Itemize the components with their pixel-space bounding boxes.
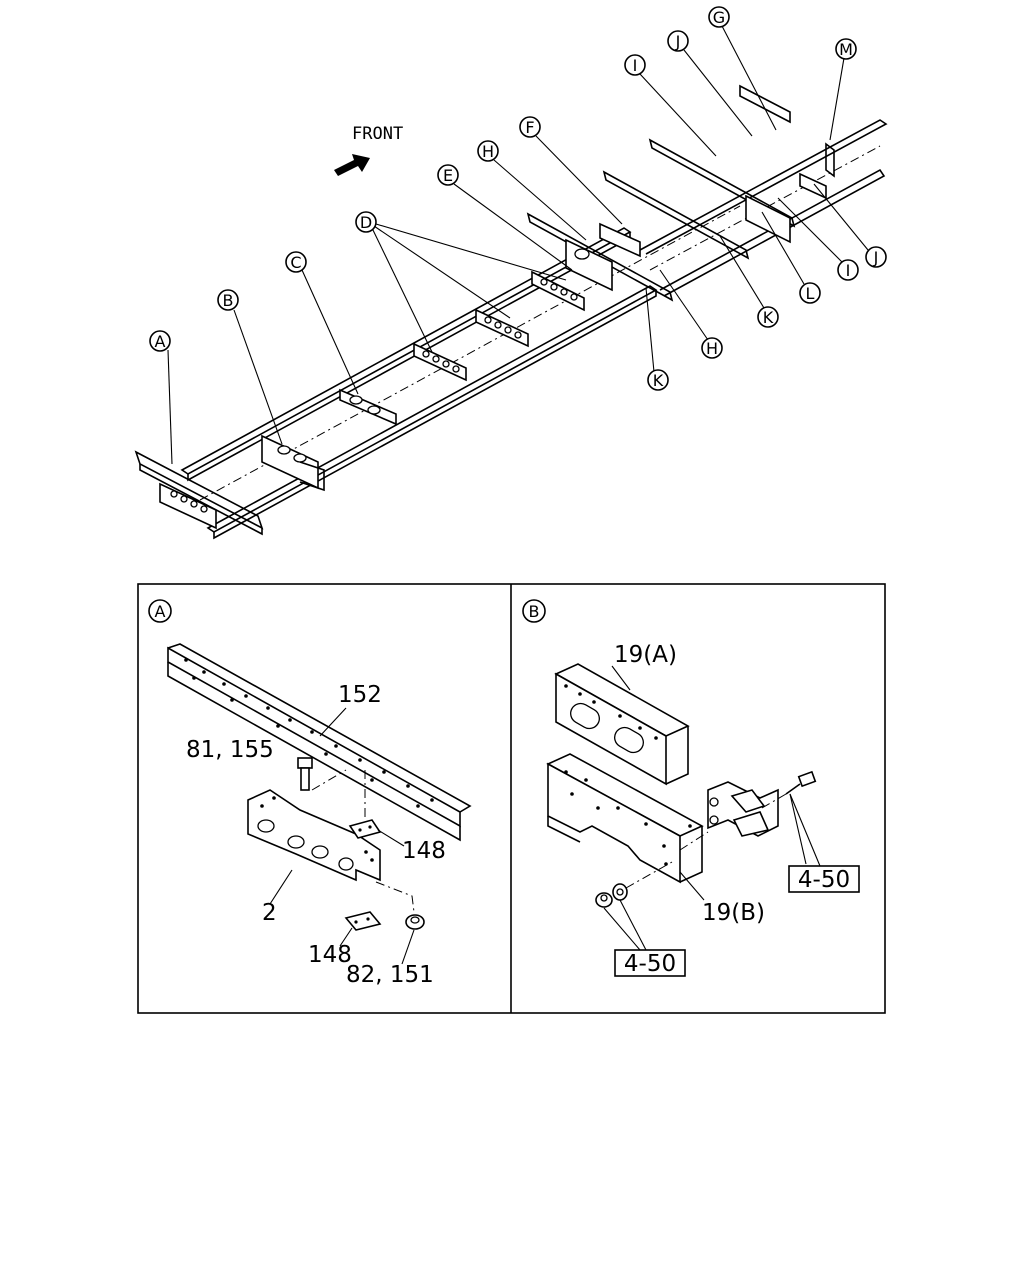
callout-G: G <box>708 6 777 131</box>
callout-J-upper: J <box>667 30 753 137</box>
label-19b: 19(B) <box>702 900 765 926</box>
label-152: 152 <box>338 682 382 708</box>
part-rail-152 <box>167 643 472 842</box>
svg-text:G: G <box>713 8 725 27</box>
callout-E: E <box>437 164 573 271</box>
label-148-lower: 148 <box>308 942 352 968</box>
panel-a-callout: A <box>148 599 172 623</box>
svg-text:D: D <box>360 213 372 232</box>
callout-M: L <box>761 211 821 304</box>
panel-a: A 152 81, 155 <box>148 599 472 988</box>
callouts: A B C D E F <box>149 6 887 465</box>
svg-text:C: C <box>290 253 301 272</box>
part-plate-148-lower <box>344 911 382 931</box>
ref-box-bottom: 4-50 <box>614 949 686 977</box>
svg-text:B: B <box>223 291 234 310</box>
callout-D: D <box>355 211 567 353</box>
callout-C: C <box>285 251 359 395</box>
callout-H-lower: H <box>659 269 723 359</box>
svg-text:A: A <box>155 602 166 621</box>
svg-text:M: M <box>839 40 853 59</box>
svg-text:L: L <box>806 284 815 303</box>
callout-H-upper: H <box>477 140 587 241</box>
callout-L: K <box>719 235 779 328</box>
svg-text:H: H <box>482 142 494 161</box>
svg-text:E: E <box>443 166 453 185</box>
part-bracket-19b <box>546 753 704 884</box>
label-19a: 19(A) <box>614 642 677 668</box>
chassis-frame-overview <box>134 84 888 540</box>
callout-B: B <box>217 289 283 445</box>
label-4-50-bottom: 4-50 <box>624 951 676 977</box>
svg-text:I: I <box>633 56 638 75</box>
callout-A: A <box>149 330 173 465</box>
svg-text:A: A <box>155 332 166 351</box>
nut-icon <box>375 881 425 930</box>
callout-F: F <box>519 116 623 225</box>
callout-N: M <box>829 38 857 141</box>
svg-text:K: K <box>653 371 664 390</box>
nut-icon <box>595 892 613 908</box>
svg-text:I: I <box>846 261 851 280</box>
part-bracket-19a <box>554 663 690 786</box>
svg-text:K: K <box>763 308 774 327</box>
ref-box-right: 4-50 <box>788 865 860 893</box>
label-148-upper: 148 <box>402 838 446 864</box>
svg-text:J: J <box>675 32 681 51</box>
svg-text:B: B <box>529 602 540 621</box>
front-indicator: FRONT <box>334 124 403 176</box>
front-arrow-icon <box>334 154 370 176</box>
svg-text:J: J <box>873 248 879 267</box>
label-81-155: 81, 155 <box>186 737 274 763</box>
panel-b: B 19(A) 19(B) <box>522 599 860 977</box>
bolt-icon <box>297 757 347 791</box>
label-4-50-right: 4-50 <box>798 867 850 893</box>
detail-box <box>137 583 886 1014</box>
svg-text:F: F <box>525 118 534 137</box>
callout-K: K <box>645 287 669 391</box>
bolt-icon <box>761 770 817 809</box>
callout-I-upper: I <box>624 54 717 157</box>
part-plate-148-upper <box>348 770 382 839</box>
callout-I-lower: I <box>777 197 859 281</box>
spring-shackle-assembly <box>679 781 779 851</box>
label-2: 2 <box>262 900 277 926</box>
front-label: FRONT <box>352 124 403 144</box>
callout-J-lower: J <box>813 183 887 268</box>
svg-text:H: H <box>706 339 718 358</box>
panel-b-callout: B <box>522 599 546 623</box>
part-crossmember-2 <box>247 789 381 882</box>
label-82-151: 82, 151 <box>346 962 434 988</box>
